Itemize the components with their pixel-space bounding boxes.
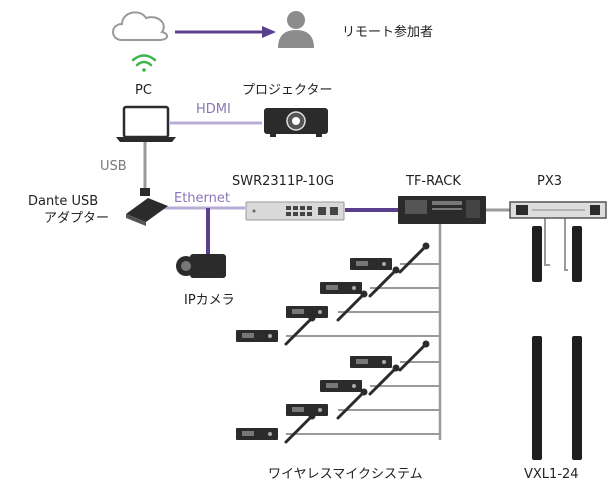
usb-adapter-icon: [126, 188, 168, 226]
wireless-receiver-icon: [236, 258, 392, 440]
projector-label: プロジェクター: [242, 83, 332, 98]
cloud-icon: [112, 11, 168, 41]
tf-rack-label: TF-RACK: [405, 174, 461, 189]
camera-icon: [176, 254, 226, 278]
speaker-link-right: [564, 218, 568, 271]
px3-label: PX3: [537, 174, 562, 189]
ip-camera-label: IPカメラ: [184, 293, 235, 308]
amplifier-icon: [509, 201, 607, 219]
arrow-head: [262, 26, 276, 38]
column-speaker-icon: [532, 226, 582, 460]
wifi-icon: [131, 54, 157, 72]
network-switch-icon: [245, 201, 345, 221]
switch-label: SWR2311P-10G: [232, 174, 334, 189]
remote-label: リモート参加者: [342, 24, 433, 40]
projector-icon: [264, 108, 328, 137]
vxl-label: VXL1-24: [524, 467, 579, 482]
dante-usb-label-1: Dante USB: [28, 194, 98, 209]
usb-label: USB: [100, 159, 127, 174]
laptop-icon: [116, 105, 176, 142]
wireless-mic-label: ワイヤレスマイクシステム: [268, 467, 423, 482]
speaker-link-left: [544, 218, 550, 266]
dante-usb-label-2: アダプター: [44, 211, 109, 226]
ethernet-label: Ethernet: [174, 191, 230, 206]
microphone-icon: [284, 242, 430, 444]
person-icon: [278, 11, 314, 48]
pc-label: PC: [135, 83, 152, 98]
hdmi-label: HDMI: [196, 102, 231, 117]
rack-mixer-icon: [398, 196, 486, 224]
